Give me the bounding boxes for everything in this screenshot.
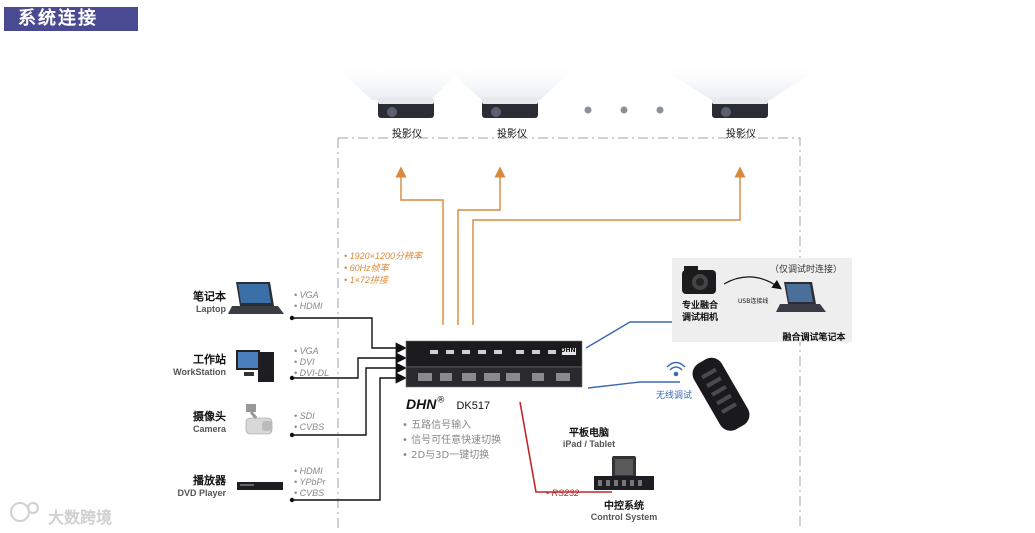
wifi-icon — [666, 361, 686, 377]
projector-icon — [378, 98, 434, 118]
source-workstation: 工作站 WorkStation — [160, 351, 226, 377]
dk517-device-icon — [405, 340, 583, 388]
watermark-text: 大数跨境 — [48, 508, 113, 527]
control-system-label: 中控系统 Control System — [590, 501, 658, 522]
tablet-icon — [612, 456, 636, 478]
input-line-dvd — [292, 372, 407, 501]
workstation-icon — [236, 350, 274, 382]
camera-label-2: 调试相机 — [681, 313, 718, 323]
source-laptop: 笔记本 Laptop — [170, 288, 226, 314]
source-dvd: 播放器 DVD Player — [160, 472, 226, 498]
output-line-3 — [472, 166, 746, 325]
output-specs-list: • 1920×1200分辨率 • 60Hz帧率 • 1×72拼接 — [344, 250, 422, 286]
source-signals: • VGA • DVI • DVI-DL — [294, 346, 330, 378]
projector-label: 投影仪 — [726, 129, 756, 140]
projector-icon — [482, 98, 538, 118]
source-en-label: Laptop — [196, 304, 226, 314]
source-camera: 摄像头 Camera — [170, 408, 226, 434]
debug-laptop-icon — [776, 282, 826, 312]
output-spec: • 60Hz帧率 — [344, 263, 389, 273]
source-cn-label: 播放器 — [193, 474, 226, 487]
source-en-label: WorkStation — [173, 367, 226, 377]
camera-label-1: 专业融合 — [681, 301, 718, 311]
usb-link-arrow — [723, 276, 782, 290]
device-label: DHN® DK517 — [406, 395, 491, 412]
laptop-icon — [228, 282, 284, 314]
more-projectors-dots — [584, 106, 664, 114]
projector-beam — [440, 62, 580, 100]
source-en-label: DVD Player — [177, 488, 226, 498]
input-line-laptop — [292, 317, 407, 354]
input-line-workstation — [292, 352, 407, 379]
features-list: • 五路信号输入 • 信号可任意快速切换 • 2D与3D一键切换 — [402, 420, 502, 461]
output-spec: • 1920×1200分辨率 — [344, 251, 422, 261]
usb-label: USB连接线 — [738, 298, 769, 305]
rs232-line — [519, 401, 612, 493]
source-cn-label: 笔记本 — [193, 290, 226, 303]
output-spec: • 1×72拼接 — [344, 275, 388, 285]
remote-control-icon — [692, 357, 750, 431]
source-en-label: Camera — [192, 424, 226, 434]
projector-icon — [712, 98, 768, 118]
control-system-icon — [594, 476, 654, 490]
wireless-label: 无线调试 — [656, 391, 693, 401]
projector-label: 投影仪 — [497, 129, 527, 140]
output-line-2 — [457, 166, 506, 325]
source-signals: • HDMI • YPbPr • CVBS — [294, 466, 326, 498]
panel-brand: DHN — [560, 347, 576, 354]
projector-beam — [330, 62, 470, 100]
system-boundary — [337, 137, 801, 528]
debug-laptop-label: 融合调试笔记本 — [782, 333, 846, 343]
source-cn-label: 工作站 — [193, 353, 226, 366]
dslr-camera-icon — [682, 266, 716, 294]
input-line-camera — [292, 362, 407, 436]
security-camera-icon — [245, 404, 273, 435]
watermark-logo — [10, 502, 39, 522]
projector-label: 投影仪 — [392, 129, 422, 140]
section-title: 系统连接 — [4, 7, 138, 31]
device-brand: DHN — [406, 396, 437, 412]
device-model: DK517 — [456, 400, 491, 412]
debug-note: （仅调试时连接） — [770, 265, 843, 275]
source-signals: • VGA • HDMI — [294, 290, 323, 311]
wireless-line — [587, 381, 680, 389]
rs232-label: • RS232 — [546, 488, 580, 498]
tablet-label: 平板电脑 iPad / Tablet — [562, 428, 616, 449]
output-line-1 — [395, 166, 444, 325]
projector-beam — [650, 62, 830, 100]
source-signals: • SDI • CVBS — [294, 411, 325, 432]
source-cn-label: 摄像头 — [193, 410, 226, 423]
dvd-player-icon — [237, 482, 283, 490]
